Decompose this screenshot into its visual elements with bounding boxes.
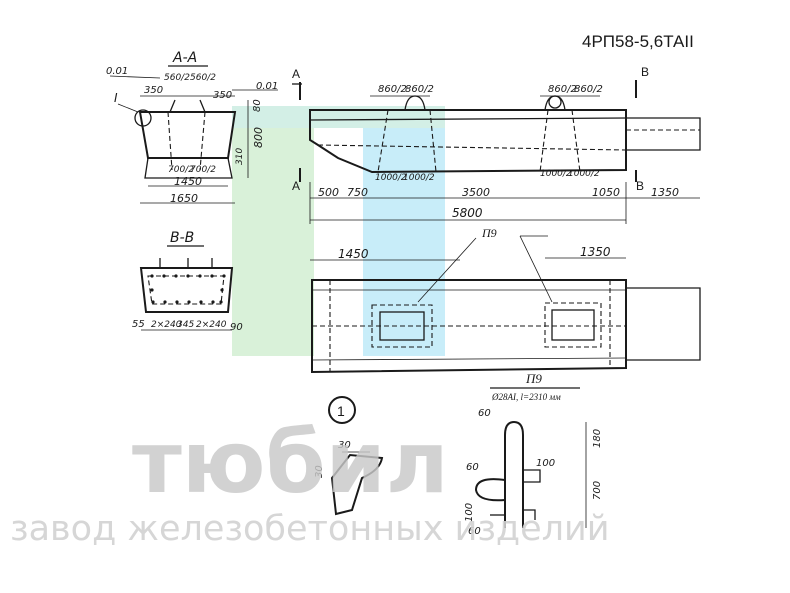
drawing-code: 4РП58-5,6ТАII — [582, 32, 694, 51]
tolerance-left: 0.01 — [106, 66, 128, 77]
loop-dim-180: 180 — [592, 429, 603, 448]
dim-5800: 5800 — [452, 206, 483, 220]
detail-dim-30-a: 30 — [338, 440, 351, 451]
dim-750: 750 — [347, 186, 368, 199]
loop-dim-100-left: 100 — [464, 503, 475, 522]
dim-55: 55 — [132, 319, 145, 330]
dim-860-c: 860/2 — [548, 84, 577, 95]
dim-2x240-b: 2×240 — [196, 320, 227, 330]
dim-1000-c: 1000/2 — [540, 169, 572, 179]
detail-1-shape — [330, 453, 384, 516]
cut-b-top: В — [641, 65, 649, 79]
plan-dim-1450: 1450 — [338, 247, 369, 261]
section-bb-title: В-В — [170, 230, 194, 246]
loop-spec: Ø28АI, l=2310 мм — [491, 392, 561, 402]
dim-860-a: 860/2 — [378, 84, 407, 95]
detail-number: 1 — [337, 403, 345, 419]
watermark-blue-block — [363, 106, 445, 356]
cut-a-bottom: А — [292, 179, 300, 193]
loop-p9: П9 Ø28АI, l=2310 мм 60 180 60 100 700 10… — [464, 371, 603, 537]
tolerance-right: 0.01 — [256, 81, 278, 92]
section-bb-rods — [150, 274, 226, 304]
watermark-subtitle: завод железобетонных изделий — [10, 509, 610, 549]
dim-2x240-a: 2×240 — [151, 320, 182, 330]
detail-1: 1 30 30 — [314, 396, 384, 516]
detail-number-circle — [328, 396, 356, 424]
loop-dim-60-left: 60 — [466, 462, 479, 473]
dim-1000-d: 1000/2 — [568, 169, 600, 179]
dim-500: 500 — [318, 186, 339, 199]
callout-circle — [134, 109, 152, 127]
section-aa: А-А I 0.01 0.01 350 560/2 560/2 350 80 8… — [106, 50, 278, 205]
loop-rod — [504, 420, 524, 528]
plan-label: П9 — [481, 226, 497, 240]
dim-700-a: 700/2 — [168, 165, 194, 175]
dim-350-right: 350 — [213, 90, 232, 101]
dim-800: 800 — [252, 127, 265, 148]
dim-345: 345 — [177, 320, 194, 330]
callout-mark: I — [114, 91, 118, 105]
section-bb-outline — [139, 267, 234, 313]
dim-860-d: 860/2 — [574, 84, 603, 95]
loop-dim-60-top: 60 — [478, 408, 491, 419]
cut-b-bottom: В — [636, 179, 644, 193]
dim-1450: 1450 — [174, 175, 202, 188]
loop-dim-700: 700 — [592, 481, 603, 500]
section-aa-title: А-А — [172, 50, 197, 66]
dim-560-b: 560/2 — [190, 73, 216, 83]
dim-1000-b: 1000/2 — [403, 173, 435, 183]
section-bb: В-В 55 2×240 345 2×240 90 — [132, 230, 243, 333]
dim-1350-elev: 1350 — [651, 186, 679, 199]
dim-860-b: 860/2 — [405, 84, 434, 95]
dim-350-left: 350 — [144, 85, 163, 96]
dim-3500: 3500 — [462, 186, 490, 199]
cut-a-top: А — [292, 67, 300, 81]
dim-560-a: 560/2 — [164, 73, 190, 83]
loop-dim-100-right: 100 — [536, 458, 555, 469]
watermark-green-block — [232, 106, 314, 356]
watermark-blocks — [232, 106, 445, 356]
watermark-brand: тюбил — [132, 413, 449, 513]
dim-80: 80 — [252, 99, 263, 112]
dim-700-b: 700/2 — [190, 165, 216, 175]
dim-90: 90 — [230, 322, 243, 333]
plan-dim-1350: 1350 — [580, 245, 611, 259]
plan-outline — [311, 279, 627, 374]
dim-1000-a: 1000/2 — [375, 173, 407, 183]
loop-title: П9 — [525, 371, 542, 386]
loop-dim-60-bottom: 60 — [468, 526, 481, 537]
section-aa-outline — [138, 111, 237, 159]
dim-310: 310 — [235, 148, 245, 165]
detail-dim-30-b: 30 — [314, 465, 325, 478]
dim-1050: 1050 — [592, 186, 620, 199]
plan-view: П9 1450 1350 — [310, 226, 701, 374]
dim-1650: 1650 — [170, 192, 198, 205]
elevation-outline — [309, 109, 627, 174]
elevation-view: А А В В 860/2 860/2 860/2 860/2 1000/2 1… — [292, 65, 701, 224]
plan-pocket-right — [544, 302, 602, 348]
watermark-top-bar — [232, 106, 445, 128]
